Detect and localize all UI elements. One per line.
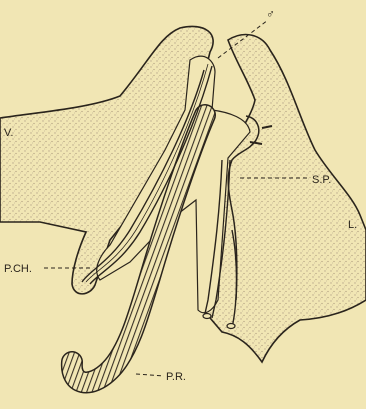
label-sex-symbol: ♂ [266, 7, 275, 21]
tubule-end-b [227, 324, 235, 329]
label-pch: P.CH. [4, 263, 32, 275]
tubule-end-a [203, 314, 211, 319]
label-l: L. [348, 219, 357, 231]
leader-pr [136, 374, 164, 376]
label-v: V. [4, 127, 13, 139]
label-sp: S.P. [312, 174, 331, 186]
label-pr: P.R. [166, 371, 186, 383]
